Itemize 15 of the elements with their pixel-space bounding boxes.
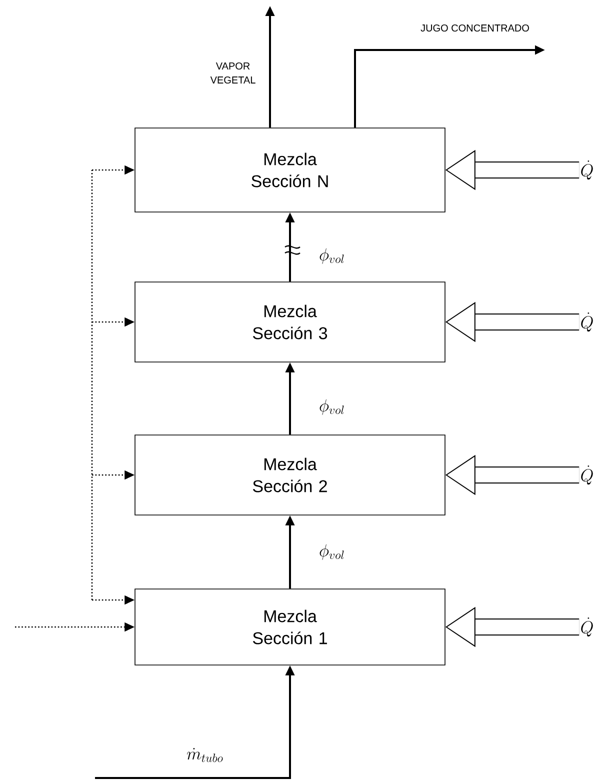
heat-symbol: $\dot{Q}$ [581,312,593,332]
dotted-line [91,170,93,600]
heat-symbol: $\dot{Q}$ [581,160,593,180]
edge-label: $\phi_{vol}$ [320,544,344,560]
section-box: Mezcla Sección 3 [134,282,446,362]
section-box: Mezcla Sección 2 [134,434,446,516]
edge-label: VAPOR VEGETAL [210,62,256,84]
edge-label: $\dot{m}_{tubo}$ [187,748,223,762]
section-box: Mezcla Sección 1 [134,588,446,666]
edge-label: JUGO CONCENTRADO [420,24,529,32]
section-box: Mezcla Sección N [134,128,446,212]
heat-symbol: $\dot{Q}$ [581,465,593,485]
edge-label: $\phi_{vol}$ [320,248,344,264]
edge-label: $\phi_{vol}$ [320,399,344,415]
heat-symbol: $\dot{Q}$ [581,617,593,637]
